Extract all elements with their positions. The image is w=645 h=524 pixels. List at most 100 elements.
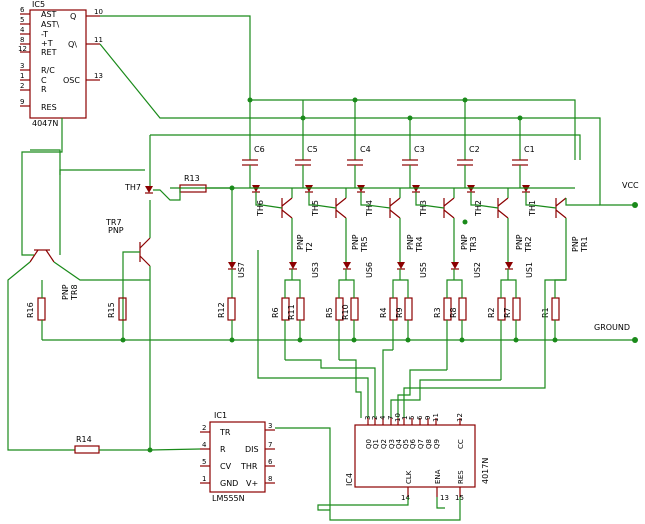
capacitor-c5: C5 <box>295 145 318 166</box>
ic4-pin-num: 1 <box>401 416 409 420</box>
resistor-label: R2 <box>487 307 496 318</box>
transistor-label: TR1 <box>580 236 589 253</box>
resistor-label: R4 <box>379 307 388 318</box>
ic4-output-label: Q5 <box>402 439 410 449</box>
ic5-ref: IC5 <box>32 0 45 9</box>
pnp-label: PNP <box>571 236 580 252</box>
tr8-ref: TR8 <box>70 284 79 301</box>
pnp-label: PNP <box>515 234 524 250</box>
resistor-label: R3 <box>433 307 442 318</box>
ic4-output-label: Q3 <box>388 439 396 449</box>
ic4-pin-num: 2 <box>371 416 379 420</box>
transistor-label: TR2 <box>524 236 533 253</box>
vcc-label: VCC <box>622 181 639 190</box>
ic4-output-label: Q2 <box>380 439 388 449</box>
r16-label: R16 <box>26 302 35 318</box>
resistor-r1: R1 <box>541 297 560 321</box>
ic5-pin-name: RET <box>41 48 57 57</box>
ic5-pin-name: Q\ <box>68 40 77 49</box>
ic1-pin-name: V+ <box>246 479 258 488</box>
ic4-pin-name: RES <box>457 470 465 484</box>
resistor-r12: R12 <box>217 297 236 321</box>
stage-resistor-block-3: US2 R3 R8 <box>433 262 482 321</box>
pnp-label: PNP <box>460 234 469 250</box>
stage-resistor-block-4: US5 R4 R9 <box>379 262 428 321</box>
r13-label: R13 <box>184 174 200 183</box>
transistor-label: TR4 <box>415 236 424 253</box>
resistor-r16: R16 <box>26 297 46 321</box>
ic5-pin-name: Q <box>70 12 76 21</box>
resistor-label: R6 <box>271 307 280 318</box>
resistor-label: R11 <box>287 304 296 320</box>
thyristor-label: TH5 <box>311 200 320 217</box>
pnp-label: PNP <box>351 234 360 250</box>
ground-net: GROUND <box>594 323 638 343</box>
ic4-pin-num: 12 <box>456 413 464 422</box>
led-label: US6 <box>365 262 374 278</box>
ic5-pin-num: 10 <box>94 8 103 16</box>
ic4-output-label: Q9 <box>433 439 441 449</box>
ic5-part: 4047N <box>32 119 58 128</box>
capacitor-label: C6 <box>254 145 265 154</box>
ic1-pin-name: DIS <box>245 445 259 454</box>
ic1-pin-num: 2 <box>202 424 206 432</box>
resistor-r15: R15 <box>107 297 127 321</box>
ic5-pin-num: 9 <box>20 98 24 106</box>
ic5-pin-name: RES <box>41 103 57 112</box>
thyristor-label: TH3 <box>419 200 428 217</box>
stage-5: TH5 PNP TR5 <box>305 185 369 253</box>
ic4-output-label: Q8 <box>425 439 433 449</box>
ic5-pin-name: OSC <box>63 76 80 85</box>
thyristor-label: TH4 <box>365 200 374 217</box>
transistor-tr7: TR7 PNP <box>105 218 151 267</box>
resistor-label: R8 <box>449 307 458 318</box>
ic5-pin-name: +T <box>41 39 53 48</box>
ic1-pin-name: R <box>220 445 226 454</box>
tr8-type: PNP <box>61 284 70 300</box>
r12-label: R12 <box>217 302 226 318</box>
ic4-pin-num: 3 <box>364 416 372 420</box>
resistor-r13: R13 <box>179 174 207 193</box>
resistor-label: R9 <box>395 307 404 318</box>
led-label: US1 <box>525 262 534 278</box>
ic4-pin-num: 7 <box>387 416 395 420</box>
r15-label: R15 <box>107 302 116 318</box>
stage-resistor-block-2: US1 R2 R7 <box>487 262 534 321</box>
ic4-pin-num: 6 <box>416 415 424 420</box>
thyristor-label: TH1 <box>528 200 537 217</box>
ic5-pin-num: 4 <box>20 26 25 34</box>
capacitor-label: C2 <box>469 145 480 154</box>
capacitor-label: C3 <box>414 145 425 154</box>
ic5-pin-name: AST\ <box>41 20 59 29</box>
ic4-pin-num: 9 <box>424 416 432 420</box>
ic5-pin-num: 13 <box>94 72 103 80</box>
vcc-net: VCC <box>622 181 639 208</box>
capacitor-c4: C4 <box>347 145 371 166</box>
ic4-4017n: IC4 4017N Q0 Q1 Q2 Q3 Q4 Q5 Q6 Q7 Q8 Q9 … <box>345 413 490 502</box>
ic1-pin-name: GND <box>220 479 238 488</box>
ic5-pin-num: 3 <box>20 62 24 70</box>
ic4-pin-num: 4 <box>379 415 387 420</box>
ic4-pin-num: 14 <box>401 494 410 502</box>
ic5-4047n: IC5 4047N 6 AST 5 AST\ 4 -T 8 +T 12 RET … <box>18 0 103 128</box>
ic1-pin-name: CV <box>220 462 232 471</box>
resistor-label: R5 <box>325 307 334 318</box>
ic4-output-label: Q7 <box>417 439 425 449</box>
capacitor-label: C5 <box>307 145 318 154</box>
tr7-type: PNP <box>108 226 124 235</box>
led-label: US5 <box>419 262 428 278</box>
r14-label: R14 <box>76 435 92 444</box>
ic1-lm555n: IC1 LM555N TR 2 R 4 CV 5 GND 1 DIS 3 7 T… <box>200 411 275 503</box>
pnp-label: PNP <box>296 234 305 250</box>
ic1-pin-name: TR <box>219 428 231 437</box>
ic4-output-label: CC <box>457 439 465 449</box>
ic4-output-label: Q0 <box>365 439 373 449</box>
ic5-pin-num: 5 <box>20 16 24 24</box>
ic4-pin-num: 10 <box>394 413 402 422</box>
led-us7: US7 <box>228 262 246 278</box>
ic4-ref: IC4 <box>345 473 354 486</box>
ic1-pin-num: 1 <box>202 475 206 483</box>
ic5-pin-name: R <box>41 85 47 94</box>
capacitor-c3: C3 <box>402 145 425 166</box>
